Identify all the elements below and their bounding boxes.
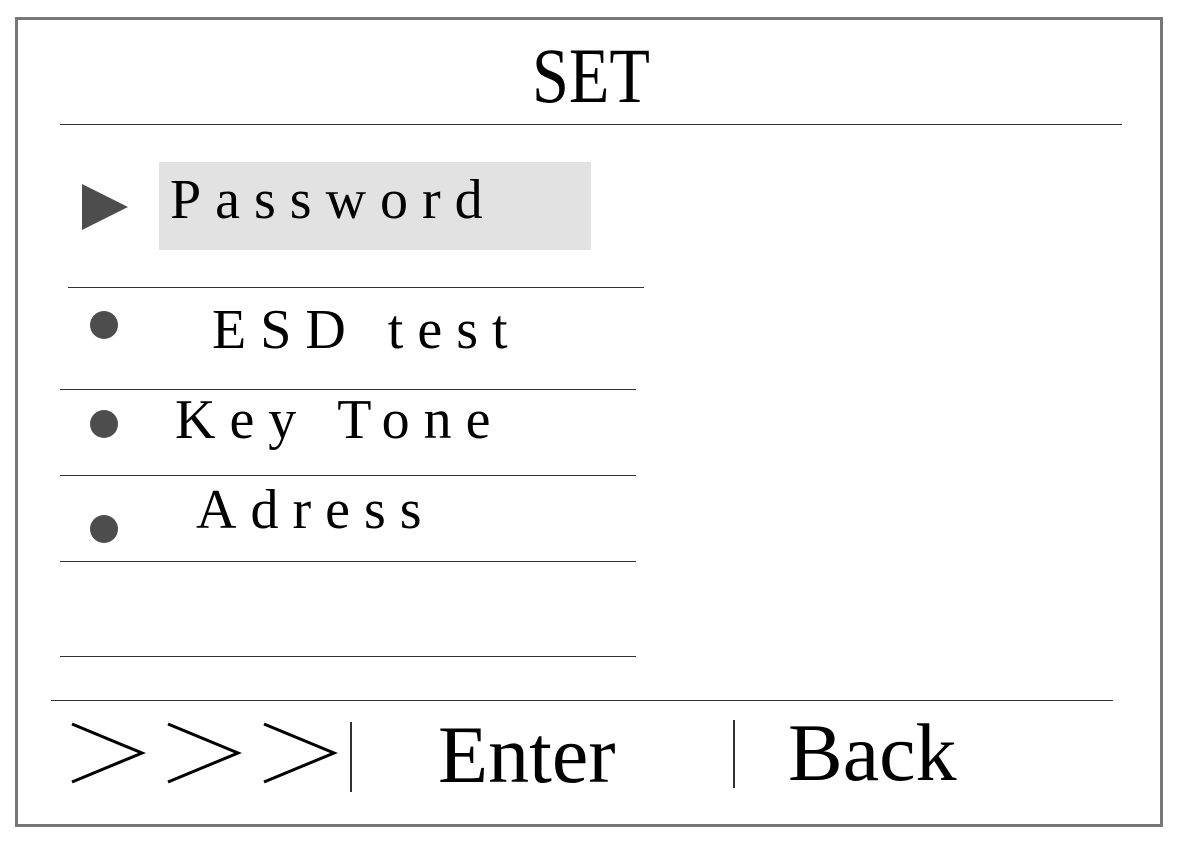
menu-divider [68,287,644,288]
menu-item-label: Adress [196,479,436,541]
softkey-separator [350,722,352,792]
bullet-dot-icon [90,515,118,543]
triangle-right-icon [82,184,128,230]
footer-divider [51,700,1113,701]
menu-item-label: Key Tone [175,389,505,451]
menu-divider [60,561,636,562]
chevron-right-icon [71,722,338,784]
screen-frame [15,17,1163,827]
softkey-separator [733,720,735,788]
menu-item-label: ESD test [212,299,522,361]
menu-divider [60,475,636,476]
bullet-dot-icon [90,410,118,438]
enter-button[interactable]: Enter [438,709,616,800]
menu-item-label: Password [170,169,497,231]
selection-highlight [159,162,591,250]
title-divider [60,124,1122,125]
bullet-dot-icon [90,311,118,339]
menu-divider [60,656,636,657]
next-button[interactable]: >>> [70,718,340,793]
back-button[interactable]: Back [788,707,957,798]
menu-divider [60,389,636,390]
page-title: SET [532,32,650,119]
